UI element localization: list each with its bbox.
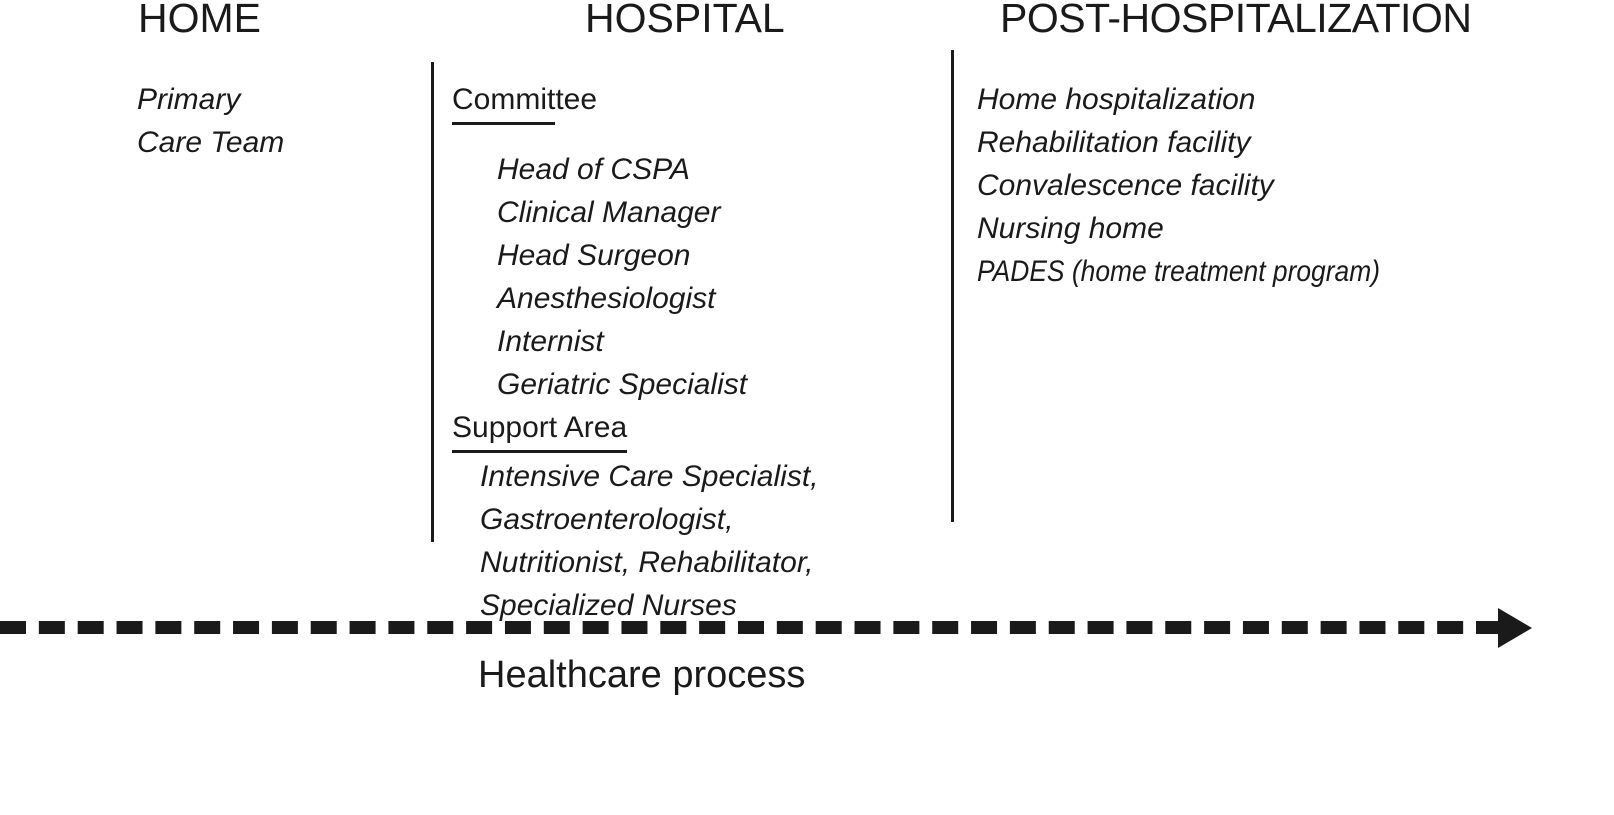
process-arrow-head-icon [1498,608,1532,648]
support-area-member: Intensive Care Specialist, [480,460,819,493]
hospital-group-label-support-area: Support Area [452,406,628,453]
post-hospitalization-entry: Home hospitalization [977,83,1256,116]
process-arrow-line [0,621,1502,634]
post-hospitalization-entry: Convalescence facility [977,169,1274,202]
committee-member: Head Surgeon [497,239,691,272]
post-hospitalization-entry: Rehabilitation facility [977,126,1251,159]
support-area-member: Gastroenterologist, [480,503,734,536]
post-hospitalization-entry: PADES (home treatment program) [977,250,1435,293]
committee-member: Geriatric Specialist [497,368,748,401]
hospital-support-area-members: Intensive Care Specialist, Gastroenterol… [480,455,819,627]
column-heading-hospital: HOSPITAL [585,0,785,41]
committee-member: Internist [497,325,604,358]
committee-member: Anesthesiologist [497,282,716,315]
home-entry: Primary [137,83,241,116]
divider-home-hospital [431,62,434,542]
committee-member: Clinical Manager [497,196,721,229]
post-hospitalization-entry: Nursing home [977,212,1164,245]
support-area-member: Nutritionist, Rehabilitator, [480,546,814,579]
process-label: Healthcare process [478,654,806,696]
support-area-member: Specialized Nurses [480,589,737,622]
support-area-label-underlined: Support Area [452,406,628,453]
hospital-group-label-committee: Committee [452,78,597,125]
column-heading-post-hospitalization: POST-HOSPITALIZATION [1000,0,1472,41]
home-column-entries: Primary Care Team [137,78,284,164]
post-hospitalization-entry-pades: PADES (home treatment program) [977,255,1380,288]
divider-hospital-post [951,50,954,522]
column-heading-home: HOME [138,0,261,41]
committee-member: Head of CSPA [497,153,690,186]
committee-label-underlined: Commit [452,78,556,125]
post-hospitalization-entries: Home hospitalization Rehabilitation faci… [977,78,1435,293]
hospital-committee-members: Head of CSPA Clinical Manager Head Surge… [497,148,747,406]
home-entry: Care Team [137,126,285,159]
committee-label-rest: tee [555,83,598,116]
